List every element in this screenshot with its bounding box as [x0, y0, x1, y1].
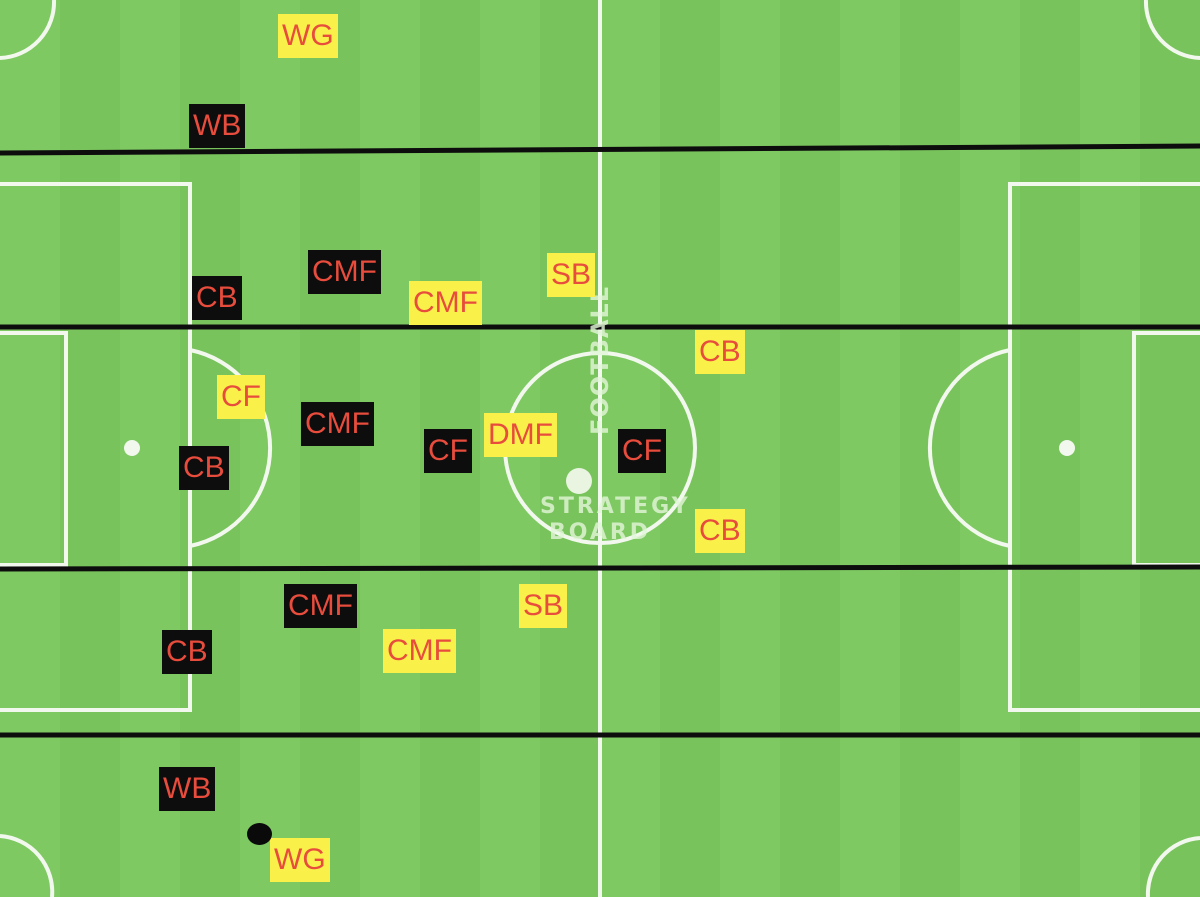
corner-arc-top-left [0, 0, 57, 60]
corner-arc-top-right [1143, 0, 1200, 60]
dark-player-cf-right[interactable]: CF [618, 429, 666, 473]
dark-player-cf-left[interactable]: CF [424, 429, 472, 473]
zone-line-1 [0, 143, 1200, 156]
dark-player-cmf-bottom[interactable]: CMF [284, 584, 357, 628]
dark-player-wb-bottom[interactable]: WB [159, 767, 216, 811]
corner-arc-bottom-left [0, 834, 55, 897]
board-logo: FOOTBALL STRATEGY BOARD [540, 286, 688, 544]
light-player-wg-top[interactable]: WG [278, 14, 338, 58]
left-penalty-spot [124, 440, 140, 456]
dark-player-cmf-mid[interactable]: CMF [301, 402, 374, 446]
logo-board-word: BOARD [548, 520, 652, 545]
dark-player-cb-mid[interactable]: CB [179, 446, 229, 490]
light-player-sb-top[interactable]: SB [547, 253, 596, 297]
right-penalty-area [1008, 182, 1200, 712]
dark-player-cmf-top[interactable]: CMF [308, 250, 381, 294]
light-player-cmf-bottom[interactable]: CMF [383, 629, 456, 673]
logo-top-word: FOOTBALL [586, 285, 614, 435]
left-penalty-arc [189, 348, 273, 548]
dark-player-cb-top[interactable]: CB [192, 276, 242, 320]
right-penalty-spot [1059, 440, 1075, 456]
right-penalty-arc [927, 348, 1011, 548]
light-player-dmf[interactable]: DMF [484, 413, 557, 457]
dark-player-cb-bottom[interactable]: CB [162, 630, 212, 674]
light-player-sb-bottom[interactable]: SB [519, 584, 568, 628]
dark-player-wb-top[interactable]: WB [189, 104, 246, 148]
light-player-cf[interactable]: CF [217, 375, 265, 419]
logo-bottom-word: STRATEGY BOARD [540, 494, 691, 545]
logo-mid-word: STRATEGY [540, 494, 691, 519]
left-goal-area [0, 331, 68, 567]
zone-line-3 [0, 564, 1200, 572]
light-player-cmf-top[interactable]: CMF [409, 281, 482, 325]
football-icon[interactable] [247, 823, 272, 845]
light-player-cb-top[interactable]: CB [695, 330, 745, 374]
corner-arc-bottom-right [1145, 836, 1200, 897]
light-player-wg-bottom[interactable]: WG [270, 838, 330, 882]
logo-ball-icon [566, 468, 592, 494]
light-player-cb-bottom[interactable]: CB [695, 509, 745, 553]
